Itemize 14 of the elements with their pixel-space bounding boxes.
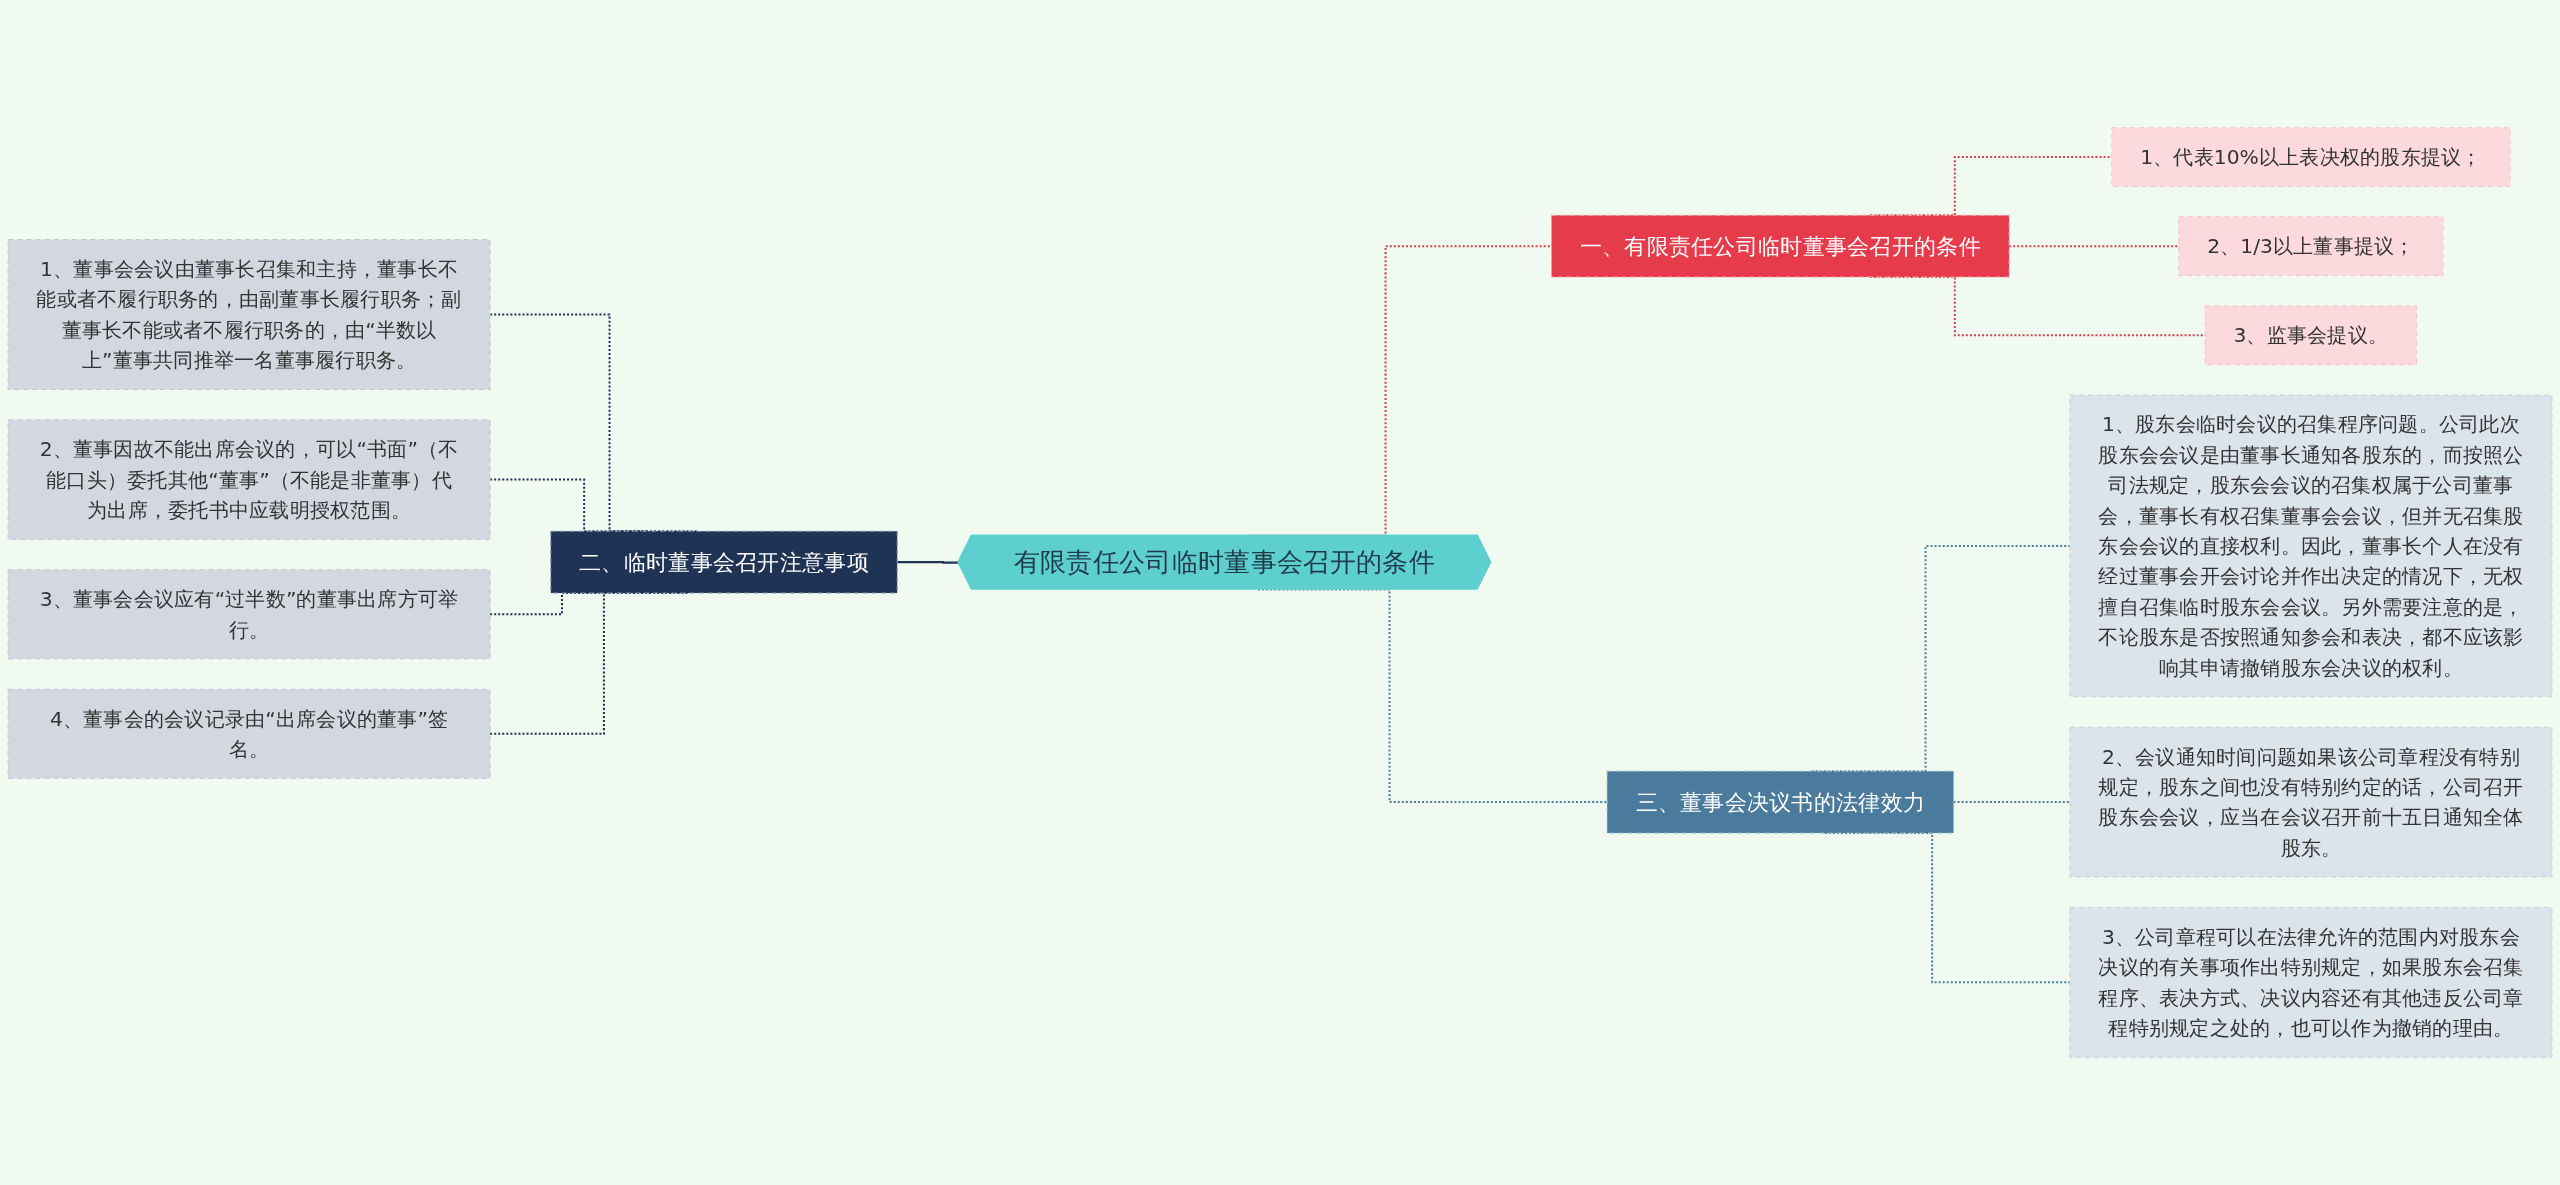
node-box: 1、董事会会议由董事长召集和主持，董事长不能或者不履行职务的，由副董事长履行职务；副董事长不能或者不履行职务的，由“半数以上”董事共同推举一名董事履行职务。 [7,239,491,390]
node-box: 1、代表10%以上表决权的股东提议； [2111,127,2511,187]
node-box: 3、公司章程可以在法律允许的范围内对股东会决议的有关事项作出特别规定，如果股东会召集程序、表决方式、决议内容还有其他违反公司章程特别规定之处的，也可以作为撤销的理由。 [2069,906,2553,1058]
node-box: 二、临时董事会召开注意事项 [550,530,898,594]
connector [897,561,959,564]
node-box: 4、董事会的会议记录由“出席会议的董事”签名。 [7,688,491,779]
node-box: 2、1/3以上董事提议； [2178,216,2444,277]
node-box: 3、董事会会议应有“过半数”的董事出席方可举行。 [7,569,491,660]
node-box: 一、有限责任公司临时董事会召开的条件 [1550,214,2010,278]
node-box: 三、董事会决议书的法律效力 [1606,770,1954,834]
node-box: 2、董事因故不能出席会议的，可以“书面”（不能口头）委托其他“董事”（不能是非董事）代为出席，委托书中应载明授权范围。 [7,419,491,540]
node-box: 3、监事会提议。 [2204,305,2418,366]
node-box: 2、会议通知时间问题如果该公司章程没有特别规定，股东之间也没有特别约定的话，公司召开股东会会议，应当在会议召开前十五日通知全体股东。 [2069,726,2553,878]
node-box: 1、股东会临时会议的召集程序问题。公司此次股东会会议是由董事长通知各股东的，而按照公司法规定，股东会会议的召集权属于公司董事会，董事长有权召集董事会会议，但并无召集股东会会议的直接权利。因此，董事长个人在没有经过董事会开会讨论并作出决定的情况下，无权擅自召集临时股东会会议。另外需要注意的是，不论股东是否按照通知参会和表决，都不应该影响其申请撤销股东会决议的权利。 [2069,394,2553,698]
